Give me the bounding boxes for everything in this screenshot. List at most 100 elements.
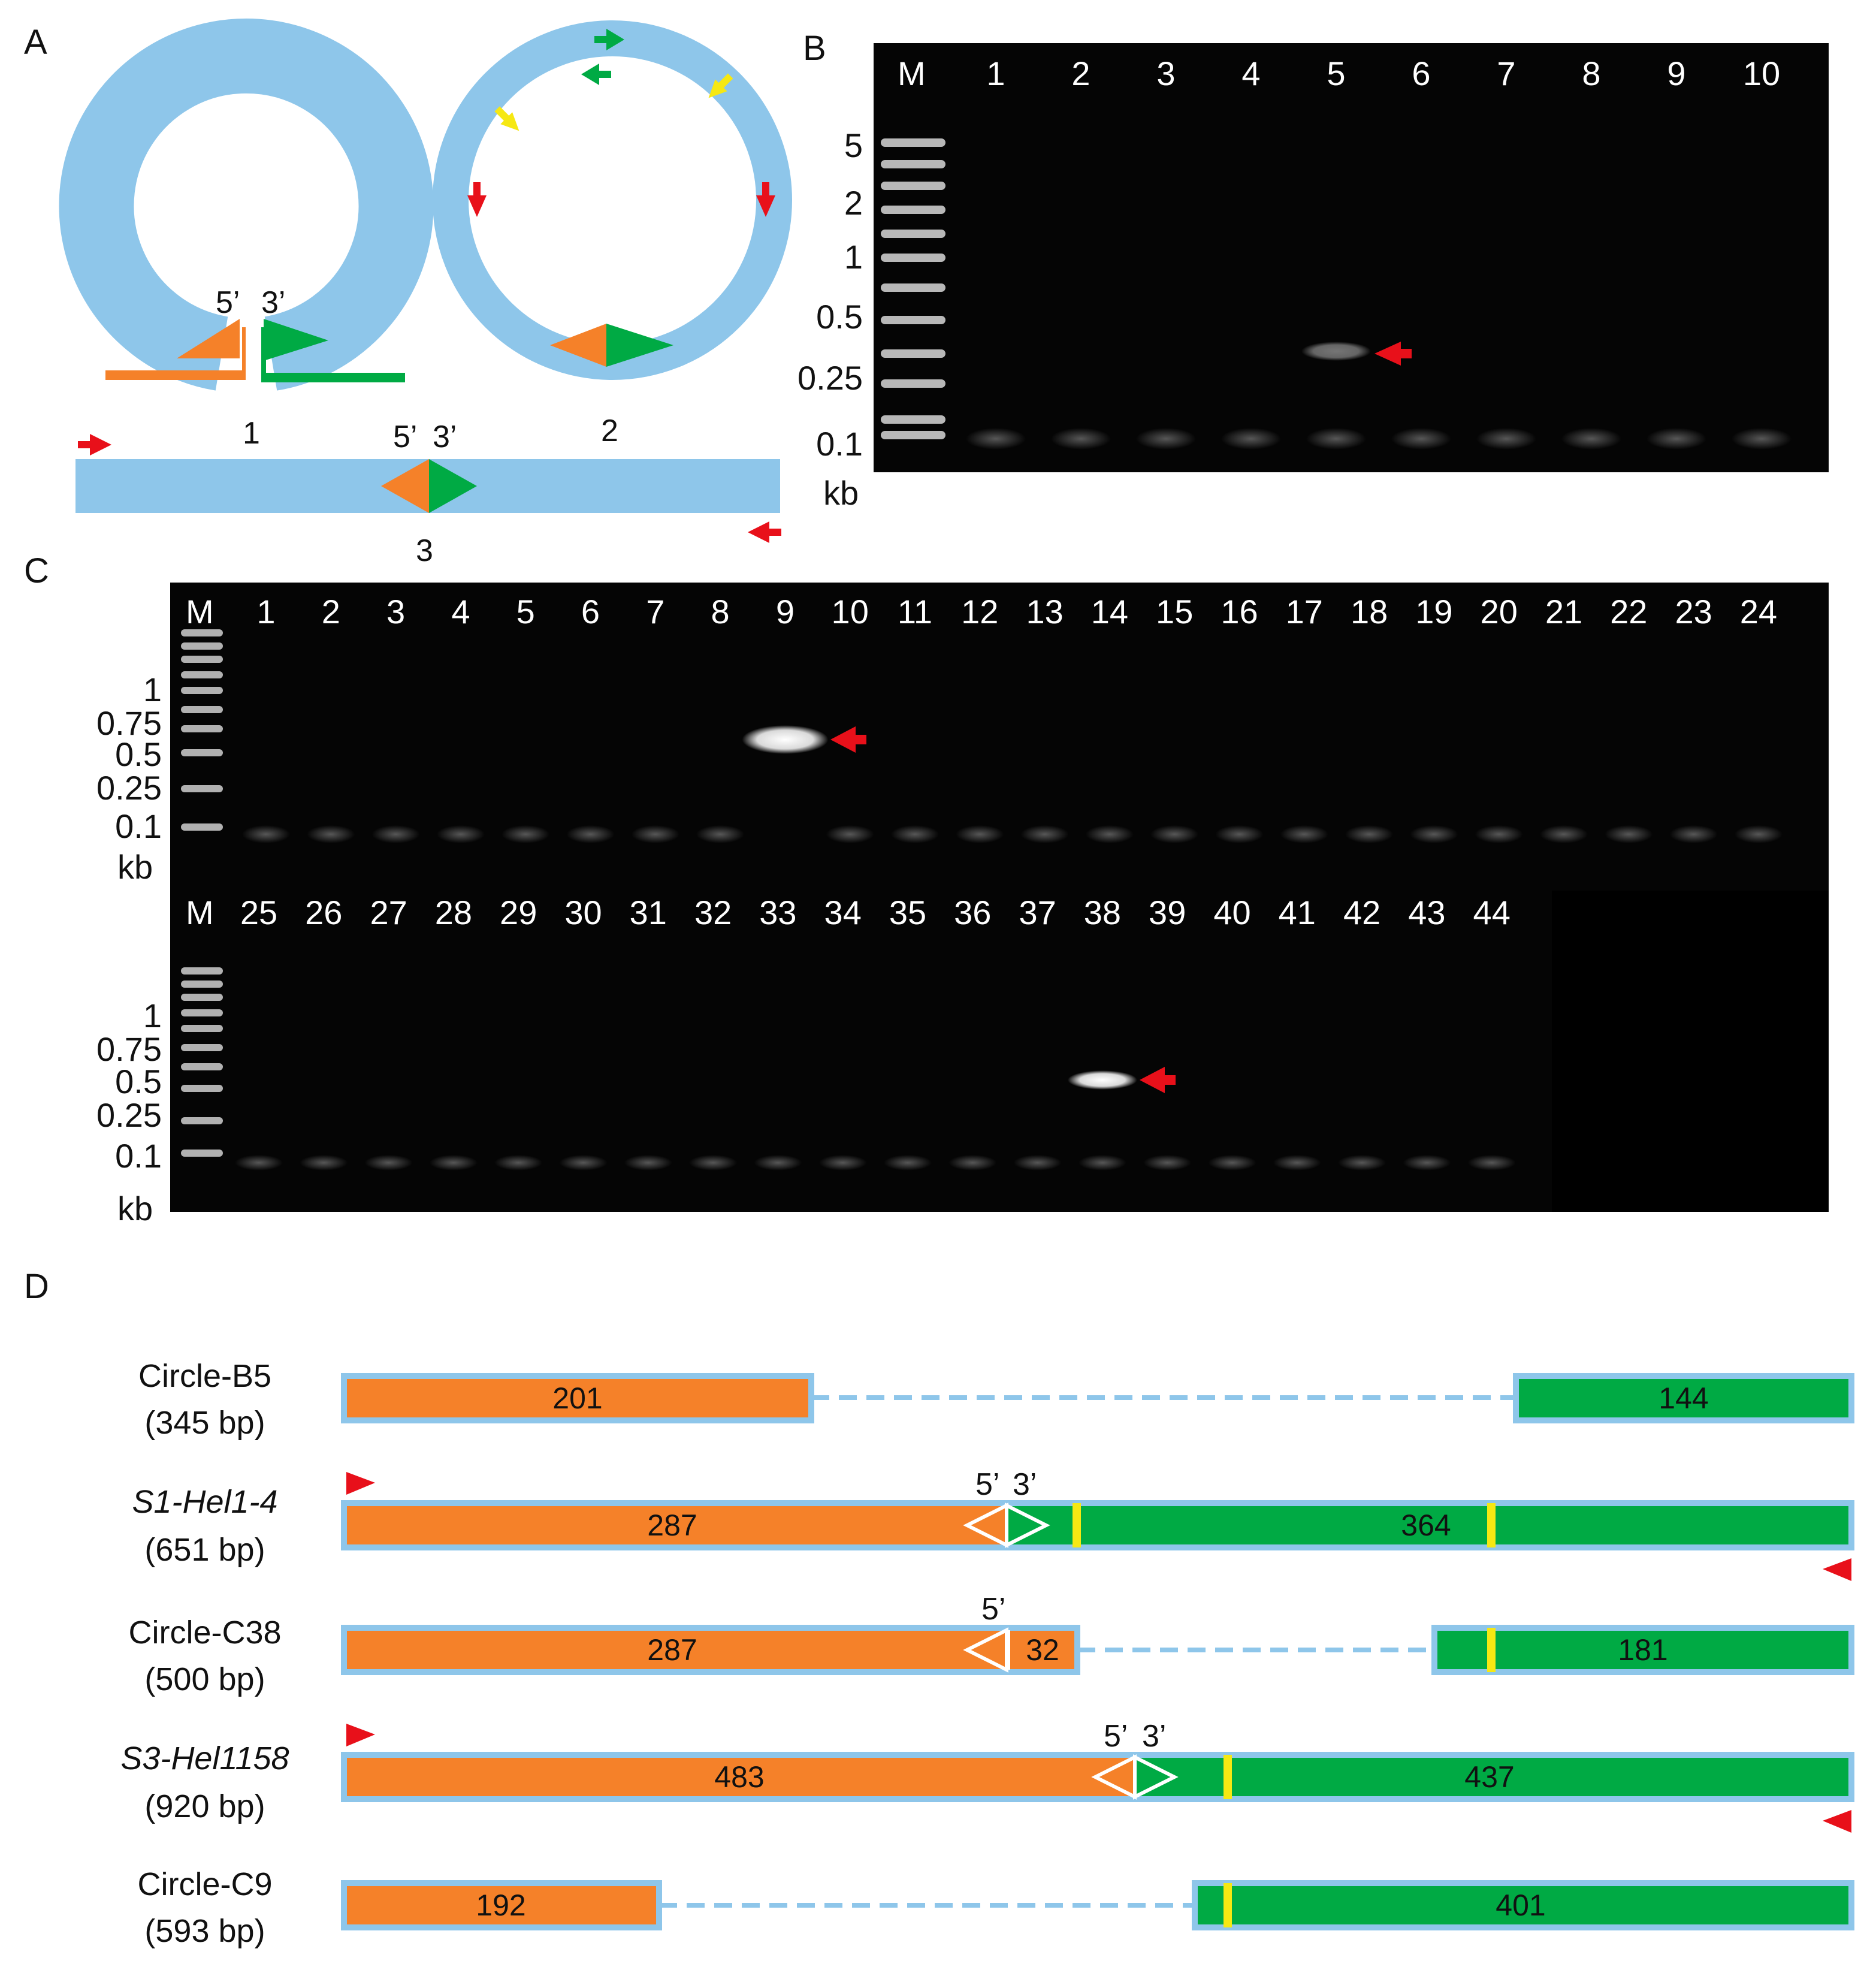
gel-c-lane-label: 15 — [1156, 593, 1193, 630]
gel-b-primer-dimers — [966, 428, 1792, 449]
gel-c-lane-label: 41 — [1279, 894, 1316, 931]
left-value: 201 — [552, 1381, 602, 1415]
gel-c-lane-label: 5 — [516, 593, 535, 630]
ladder-band — [181, 823, 223, 831]
primer-dimer — [1020, 825, 1069, 843]
primer-dimer — [631, 825, 679, 843]
ladder-band — [881, 138, 945, 147]
primer-dimer — [1013, 1155, 1062, 1170]
gel-b-lane-label: 6 — [1412, 55, 1430, 92]
primer-dimer — [235, 1155, 283, 1170]
size-label: 0.5 — [115, 735, 162, 773]
primer-dimer — [1561, 428, 1621, 449]
gel-b-band — [1301, 342, 1371, 361]
gel-c-lane-label: 18 — [1351, 593, 1388, 630]
right-value: 437 — [1464, 1760, 1514, 1794]
primer-arrow-green — [581, 64, 611, 85]
primer-dimer — [364, 1155, 413, 1170]
gel-c-lane-label: 9 — [776, 593, 794, 630]
ladder-band — [181, 967, 223, 975]
primer-arrow-red — [78, 434, 111, 455]
construct-size: (651 bp) — [144, 1532, 265, 1568]
size-label: 0.25 — [96, 1096, 162, 1134]
size-label: 1 — [844, 238, 863, 276]
gel-c-lane-label: 8 — [711, 593, 730, 630]
construct-size: (593 bp) — [144, 1913, 265, 1949]
gel-c-lane-label: 31 — [630, 894, 667, 931]
linear-orange-end — [381, 459, 429, 513]
ladder-band — [881, 431, 945, 439]
gel-c-band-bottom — [1067, 1070, 1137, 1090]
green-segment — [1513, 1373, 1854, 1423]
ladder-band — [881, 283, 945, 292]
ladder-band — [881, 160, 945, 168]
primer-site-yellow — [1487, 1628, 1496, 1672]
five-prime-label: 5’ — [1104, 1719, 1128, 1754]
primer-dimer — [1734, 825, 1783, 843]
primer-dimer — [884, 1155, 932, 1170]
left-value: 483 — [714, 1760, 764, 1794]
primer-dimer — [966, 428, 1026, 449]
primer-dimer — [1078, 1155, 1126, 1170]
gel-c-lane-label: 28 — [435, 894, 472, 931]
construct-s1-hel1-4: S1-Hel1-4 (651 bp) 5’ 3’ 287 364 — [132, 1467, 1854, 1581]
ladder-band — [181, 994, 223, 1001]
gel-b-lane-label: 7 — [1497, 55, 1515, 92]
gel-b-lane-label: 1 — [986, 55, 1005, 92]
ladder-band — [181, 981, 223, 988]
ladder-band — [881, 316, 945, 324]
gel-c-lane-label: 17 — [1286, 593, 1323, 630]
left-value: 192 — [476, 1888, 525, 1922]
primer-site-yellow — [1224, 1755, 1232, 1799]
gel-c-lane-label: 3 — [386, 593, 405, 630]
primer-dimer — [891, 825, 939, 843]
circle-2-ring — [433, 20, 792, 380]
gel-c-top-unit: kb — [117, 848, 153, 886]
primer-dimer — [1150, 825, 1199, 843]
construct-circle-b5: Circle-B5 (345 bp) 201 144 — [138, 1358, 1854, 1441]
gel-c-lane-label: 36 — [954, 894, 991, 931]
primer-arrow-red — [1823, 1810, 1851, 1833]
ladder-band — [181, 706, 223, 713]
three-prime-end-marker — [1005, 1503, 1050, 1548]
construct-name: Circle-C38 — [128, 1615, 281, 1651]
circle-1-orange-end — [177, 319, 240, 358]
primer-dimer — [1467, 1155, 1516, 1170]
gel-c-lane-label: 19 — [1415, 593, 1452, 630]
primer-dimer — [1143, 1155, 1192, 1170]
size-label: 0.25 — [797, 359, 863, 397]
ladder-band — [181, 1025, 223, 1032]
junction-divider — [1007, 1630, 1010, 1670]
panel-d-label: D — [24, 1267, 49, 1306]
primer-arrow-red — [346, 1472, 375, 1495]
primer-dimer — [1273, 1155, 1321, 1170]
primer-dimer — [566, 825, 615, 843]
ladder-band — [881, 349, 945, 358]
primer-dimer — [1391, 428, 1451, 449]
size-label: 1 — [143, 671, 162, 708]
ladder-band — [881, 230, 945, 238]
ladder-band — [881, 182, 945, 190]
circle-2-orange-end — [550, 324, 606, 367]
gel-c-lane-label: 25 — [240, 894, 277, 931]
gel-c-lane-label: 26 — [305, 894, 342, 931]
primer-dimer — [696, 825, 745, 843]
primer-arrow-yellow — [494, 106, 519, 131]
ladder-band — [181, 725, 223, 732]
linear-number: 3 — [416, 533, 433, 568]
primer-dimer — [1475, 825, 1523, 843]
extra-value: 32 — [1026, 1633, 1059, 1667]
primer-dimer — [242, 825, 290, 843]
primer-dimer — [1136, 428, 1196, 449]
gel-c-bottom-band-arrow — [1140, 1067, 1176, 1093]
gel-c-bottom-unit: kb — [117, 1190, 153, 1227]
construct-size: (345 bp) — [144, 1405, 265, 1441]
construct-size: (920 bp) — [144, 1788, 265, 1824]
gel-c-primer-dimers — [235, 825, 1783, 1170]
circle-1-orange-tail — [105, 327, 246, 380]
gel-c-lane-label: 38 — [1084, 894, 1121, 931]
circle-2-number: 2 — [601, 414, 618, 448]
ladder-band — [181, 642, 223, 650]
right-value: 364 — [1401, 1509, 1451, 1542]
